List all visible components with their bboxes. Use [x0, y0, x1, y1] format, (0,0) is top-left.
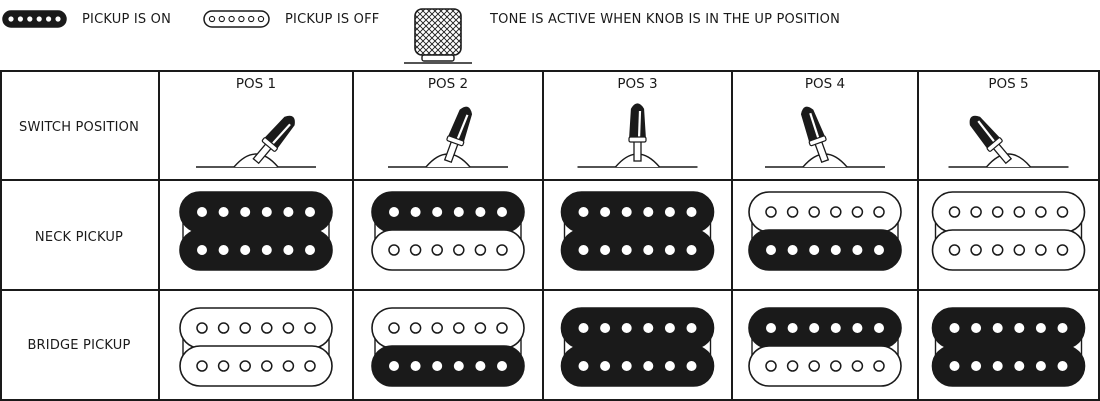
coil-top-on	[748, 307, 902, 349]
coil-bottom-on	[560, 345, 715, 387]
bridge-pickup-4	[748, 307, 902, 387]
neck-pickup-1	[179, 191, 333, 271]
coil-bottom-off	[179, 345, 333, 387]
coil-bottom-off	[748, 345, 902, 387]
coil-top-on	[179, 191, 333, 233]
switch-position-3	[577, 103, 698, 168]
bridge-pickup-5	[931, 307, 1086, 387]
coil-top-off	[179, 307, 333, 349]
neck-pickup-5	[931, 191, 1086, 271]
bridge-pickup-3	[560, 307, 715, 387]
position-column-3	[560, 103, 715, 387]
neck-pickup-3	[560, 191, 715, 271]
coil-bottom-off	[931, 229, 1086, 271]
legend-tone-label: TONE IS ACTIVE WHEN KNOB IS IN THE UP PO…	[490, 12, 840, 27]
position-column-2	[371, 106, 525, 387]
bridge-pickup-1	[179, 307, 333, 387]
coil-bottom-on	[179, 229, 333, 271]
switch-chart-table: SWITCH POSITION NECK PICKUP BRIDGE PICKU…	[0, 70, 1100, 401]
switch-lever	[800, 106, 830, 164]
coil-bottom-on	[748, 229, 902, 271]
position-label-1: POS 1	[235, 76, 277, 92]
position-column-4	[748, 106, 902, 387]
coil-top-on	[931, 307, 1086, 349]
coil-bottom-off	[371, 229, 525, 271]
switch-position-5	[948, 115, 1069, 168]
legend-pickup-on-shape	[2, 10, 67, 28]
position-label-5: POS 5	[988, 76, 1029, 92]
switch-lever	[252, 115, 295, 165]
coil-top-on	[560, 307, 715, 349]
switch-position-2	[388, 106, 508, 168]
coil-top-on	[371, 191, 525, 233]
coil-bottom-on	[371, 345, 525, 387]
switch-lever	[628, 103, 647, 162]
legend: PICKUP IS ON PICKUP IS OFF TONE IS ACTIV…	[0, 0, 1100, 64]
coil-bottom-on	[931, 345, 1086, 387]
pickup-on-icon	[2, 10, 67, 28]
switch-lever	[969, 115, 1013, 165]
switch-lever	[443, 106, 473, 164]
row-label-bridge-pickup: BRIDGE PICKUP	[27, 338, 131, 353]
neck-pickup-2	[371, 191, 525, 271]
position-label-2: POS 2	[427, 76, 469, 92]
legend-off-label: PICKUP IS OFF	[285, 12, 380, 27]
coil-top-on	[560, 191, 715, 233]
position-column-1	[179, 115, 333, 387]
legend-on-label: PICKUP IS ON	[82, 12, 171, 27]
pickup-off-icon	[203, 10, 270, 28]
coil-top-off	[748, 191, 902, 233]
bridge-pickup-2	[371, 307, 525, 387]
legend-pickup-off-shape	[203, 10, 270, 28]
row-label-switch-position: SWITCH POSITION	[19, 120, 139, 135]
coil-top-off	[371, 307, 525, 349]
position-label-4: POS 4	[804, 76, 846, 92]
tone-knob-icon	[404, 8, 472, 64]
coil-top-off	[931, 191, 1086, 233]
position-column-5	[931, 115, 1086, 387]
switch-position-1	[196, 115, 316, 168]
switch-position-4	[765, 106, 885, 168]
row-label-neck-pickup: NECK PICKUP	[34, 230, 124, 245]
position-label-3: POS 3	[617, 76, 658, 92]
knob-shape	[404, 8, 472, 64]
neck-pickup-4	[748, 191, 902, 271]
coil-bottom-on	[560, 229, 715, 271]
